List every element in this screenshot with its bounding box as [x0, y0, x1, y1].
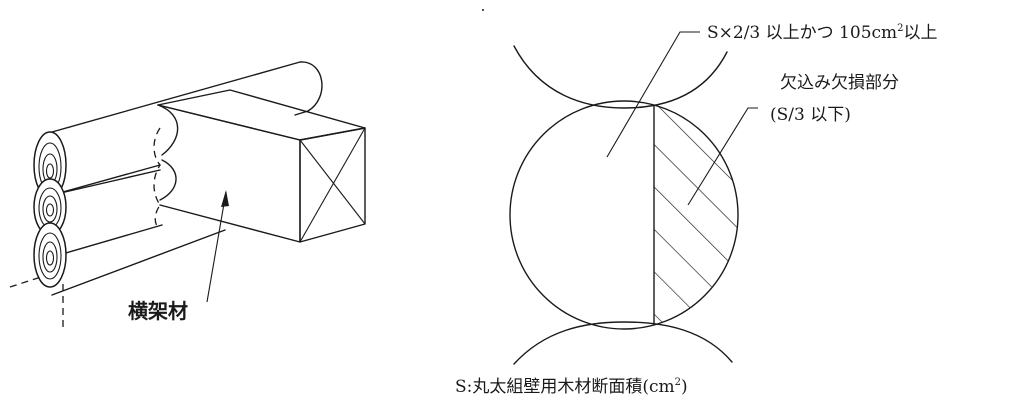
- continuation-dash-left: [9, 275, 45, 288]
- beam-label: 横架材: [128, 299, 188, 323]
- section-caption: S:丸太組壁用木材断面積(cm2): [455, 377, 688, 397]
- upper-adjacent-log: [513, 45, 728, 109]
- log-wall-illustration: 横架材: [9, 61, 366, 330]
- log-cross-section: [509, 100, 739, 330]
- speck: [482, 9, 484, 11]
- notch-hatching: [654, 101, 738, 329]
- middle-log: [51, 169, 161, 196]
- notch-label-line2: (S/3 以下): [770, 105, 851, 125]
- remaining-leader-line: [606, 31, 700, 158]
- notch-label-line1: 欠込み欠損部分: [780, 73, 899, 93]
- notch-leader-line: [687, 107, 758, 206]
- top-log: [51, 61, 323, 196]
- remaining-area-label: S×2/3 以上かつ 105cm2以上: [707, 23, 938, 43]
- notch-hidden-line: [153, 127, 161, 229]
- log-end-bottom: [33, 222, 67, 288]
- cross-beam: [157, 89, 366, 243]
- lower-adjacent-log: [513, 321, 733, 365]
- beam-leader-arrow: [206, 190, 229, 303]
- bottom-log: [51, 224, 226, 296]
- section-diagram: S×2/3 以上かつ 105cm2以上 欠込み欠損部分 (S/3 以下) S:丸…: [455, 9, 938, 397]
